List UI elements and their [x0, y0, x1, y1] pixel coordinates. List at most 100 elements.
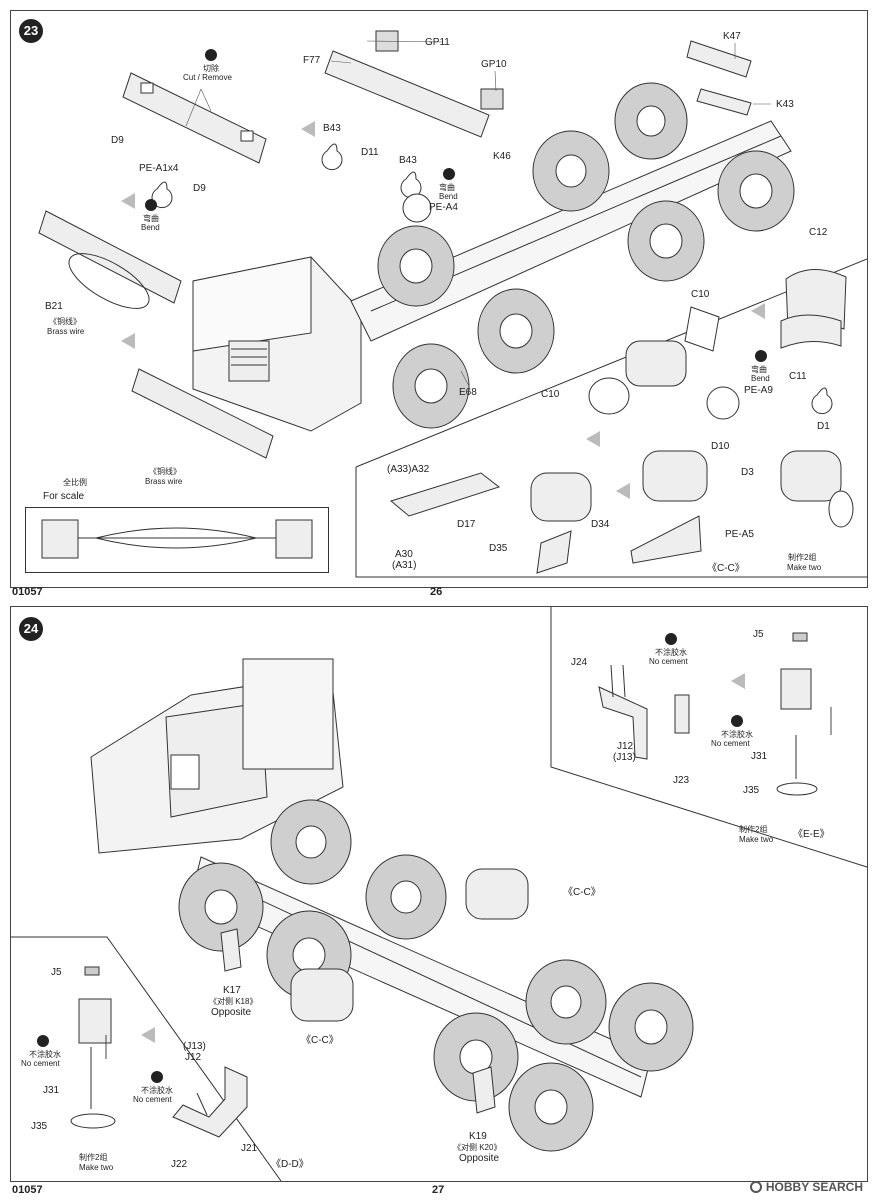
scale-reference-box — [25, 507, 329, 573]
part-label-c12: C12 — [809, 227, 828, 238]
make-two-label-en: Make two — [787, 563, 822, 572]
part-label-c10: C10 — [541, 389, 560, 400]
part-label-k47: K47 — [723, 31, 741, 42]
part-label-b21: B21 — [45, 301, 63, 312]
part-label-k19: K19 — [469, 1131, 487, 1142]
part-label-d35: D35 — [489, 543, 508, 554]
part-label-j13: (J13) — [183, 1041, 206, 1052]
opposite-part-k18: 《对侧 K18》 — [209, 997, 258, 1006]
no-cement-label-cn: 不涂胶水 — [141, 1086, 173, 1095]
step-number-badge: 23 — [19, 19, 43, 43]
page-number: 27 — [432, 1184, 445, 1196]
watermark-logo-icon — [749, 1181, 762, 1193]
brass-wire-label-en: Brass wire — [145, 477, 183, 486]
opposite-part-k20: 《对侧 K20》 — [453, 1143, 502, 1152]
no-cement-label-cn: 不涂胶水 — [29, 1050, 61, 1059]
cut-label-en: Cut / Remove — [183, 73, 232, 82]
cut-icon — [205, 49, 217, 61]
part-label-j31: J31 — [43, 1085, 60, 1096]
step24-illustration — [11, 607, 867, 1181]
part-label-j12: J12 — [185, 1052, 202, 1063]
make-two-label-cn: 制作2组 — [79, 1153, 108, 1162]
part-label-j35: J35 — [743, 785, 760, 796]
page-code: 01057 — [12, 586, 43, 598]
brass-wire-label-cn: 《铜线》 — [49, 317, 81, 326]
bend-icon — [145, 199, 157, 211]
part-label-d34: D34 — [591, 519, 610, 530]
cut-label-cn: 切除 — [203, 64, 219, 73]
part-label-j23: J23 — [673, 775, 690, 786]
part-label-j24: J24 — [571, 657, 588, 668]
part-label-pe-a4: PE-A4 — [429, 202, 458, 213]
no-cement-icon — [151, 1071, 163, 1083]
part-label-j31: J31 — [751, 751, 768, 762]
scale-label-en: For scale — [43, 491, 85, 502]
instruction-page-27: 24 — [10, 606, 868, 1182]
part-label-pe-a9: PE-A9 — [744, 385, 773, 396]
part-label-a30: A30 — [395, 549, 413, 560]
no-cement-icon — [665, 633, 677, 645]
make-two-label-en: Make two — [739, 835, 774, 844]
part-label-d17: D17 — [457, 519, 476, 530]
part-label-a33-a32: (A33)A32 — [387, 464, 430, 475]
no-cement-label-en: No cement — [21, 1059, 60, 1068]
make-two-label-en: Make two — [79, 1163, 114, 1172]
part-label-j22: J22 — [171, 1159, 188, 1170]
no-cement-label-cn: 不涂胶水 — [721, 730, 753, 739]
brass-wire-label-en: Brass wire — [47, 327, 85, 336]
view-label-c-c: 《C-C》 — [707, 563, 745, 574]
part-label-k17: K17 — [223, 985, 241, 996]
bend-icon — [443, 168, 455, 180]
part-label-j35: J35 — [31, 1121, 48, 1132]
bend-label-en: Bend — [439, 192, 458, 201]
part-label-gp10: GP10 — [481, 59, 507, 70]
part-label-pe-a1x4: PE-A1x4 — [139, 163, 179, 174]
part-label-j21: J21 — [241, 1143, 258, 1154]
part-label-a31: (A31) — [392, 560, 417, 571]
no-cement-label-en: No cement — [133, 1095, 172, 1104]
part-label-f77: F77 — [303, 55, 321, 66]
part-label-j13: (J13) — [613, 752, 636, 763]
page-code: 01057 — [12, 1184, 43, 1196]
part-label-c11: C11 — [789, 371, 807, 382]
bend-label-en: Bend — [751, 374, 770, 383]
part-label-j5: J5 — [753, 629, 764, 640]
step23-illustration — [38, 30, 867, 578]
watermark-text: HOBBY SEARCH — [765, 1180, 863, 1194]
step-number-badge: 24 — [19, 617, 43, 641]
page-number: 26 — [430, 586, 443, 598]
view-label-e-e: 《E-E》 — [793, 829, 830, 840]
opposite-label: Opposite — [211, 1007, 252, 1018]
bend-label-cn: 弯曲 — [439, 183, 455, 192]
part-label-b43: B43 — [399, 155, 417, 166]
part-label-d9: D9 — [111, 135, 124, 146]
part-label-d9: D9 — [193, 183, 206, 194]
view-label-d-d: 《D-D》 — [271, 1159, 309, 1170]
part-label-pe-a5: PE-A5 — [725, 529, 754, 540]
part-label-d11: D11 — [361, 147, 379, 158]
watermark: HOBBY SEARCH — [749, 1180, 863, 1194]
bend-icon — [755, 350, 767, 362]
bend-label-cn: 弯曲 — [143, 214, 159, 223]
instruction-page-26: 23 — [10, 10, 868, 588]
part-label-d3: D3 — [741, 467, 754, 478]
part-label-j5: J5 — [51, 967, 62, 978]
view-label-c-c: 《C-C》 — [301, 1035, 339, 1046]
make-two-label-cn: 制作2组 — [788, 553, 817, 562]
no-cement-label-en: No cement — [711, 739, 750, 748]
scale-label-cn: 全比例 — [63, 478, 87, 487]
part-label-j12: J12 — [617, 741, 634, 752]
brass-wire-label-cn: 《铜线》 — [149, 467, 181, 476]
part-label-k43: K43 — [776, 99, 794, 110]
part-label-d1: D1 — [817, 421, 830, 432]
bend-label-en: Bend — [141, 223, 160, 232]
part-label-e68: E68 — [459, 387, 477, 398]
no-cement-label-en: No cement — [649, 657, 688, 666]
no-cement-label-cn: 不涂胶水 — [655, 648, 687, 657]
no-cement-icon — [731, 715, 743, 727]
part-label-k46: K46 — [493, 151, 511, 162]
part-label-gp11: GP11 — [425, 37, 450, 48]
part-label-b43: B43 — [323, 123, 341, 134]
no-cement-icon — [37, 1035, 49, 1047]
part-label-d10: D10 — [711, 441, 730, 452]
